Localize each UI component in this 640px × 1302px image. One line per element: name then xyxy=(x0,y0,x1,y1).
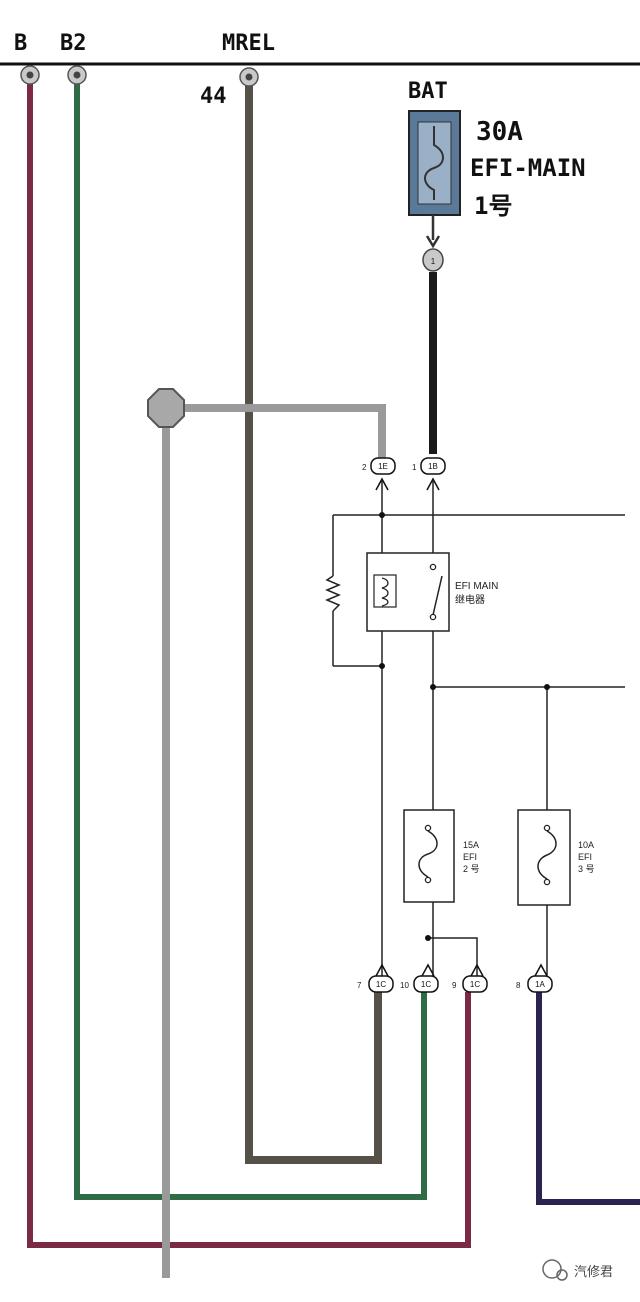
main-fuse-arrow xyxy=(425,235,441,249)
fuse-pin-label: 1 xyxy=(431,257,436,266)
connector-1a-pin: 8 xyxy=(516,981,521,990)
relay-label-2: 继电器 xyxy=(455,593,485,606)
watermark: 汽修君 xyxy=(542,1259,613,1281)
fuse-efi3-rating: 10A xyxy=(578,840,594,850)
connector-1b-pin: 1 xyxy=(412,463,417,472)
fuse-pin-oval xyxy=(422,248,444,272)
watermark-text: 汽修君 xyxy=(574,1265,613,1280)
relay-coil-box xyxy=(373,574,397,608)
relay-label-1: EFI MAIN xyxy=(455,581,498,592)
main-fuse-number: 1号 xyxy=(474,192,512,220)
connector-1c7-code: 1C xyxy=(376,980,386,989)
fuse-efi3-contact-bottom xyxy=(543,878,551,886)
terminal-b-inner xyxy=(26,71,34,79)
fuse-efi2-name: EFI xyxy=(463,852,477,862)
connector-1b-arrow xyxy=(426,477,440,491)
connector-1b-body xyxy=(420,457,446,475)
fuse-efi3-name: EFI xyxy=(578,852,592,862)
connector-1a-body xyxy=(527,975,553,993)
fuse-efi2-number: 2 号 xyxy=(463,864,480,874)
wire-b xyxy=(27,78,471,1248)
fuse-efi2-contact-bottom xyxy=(424,876,432,884)
connector-1a-code: 1A xyxy=(535,980,545,989)
relay-coil xyxy=(381,577,389,607)
connector-1e-code: 1E xyxy=(378,462,388,471)
wire-mrel xyxy=(245,78,382,1164)
battery-label: BAT xyxy=(408,79,448,104)
connector-1c7-arrow xyxy=(375,963,389,977)
watermark-icon xyxy=(542,1259,562,1279)
relay-switch-arm xyxy=(432,575,443,616)
junction-dot-5 xyxy=(425,935,431,941)
connector-1c9-code: 1C xyxy=(470,980,480,989)
fuse-efi3-element xyxy=(537,830,557,880)
relay-resistor xyxy=(325,575,341,612)
connector-1c10-pin: 10 xyxy=(400,981,409,990)
connector-1c7-pin: 7 xyxy=(357,981,362,990)
header-label-mrel: MREL xyxy=(222,31,275,56)
main-fuse-rating: 30A xyxy=(476,117,523,147)
fuse-efi2-contact-top xyxy=(424,824,432,832)
fuse-efi2-element xyxy=(418,830,438,878)
junction-dot-4 xyxy=(544,684,550,690)
header-label-b2: B2 xyxy=(60,31,87,56)
terminal-number-44: 44 xyxy=(200,84,227,109)
fuse-efi2-box xyxy=(403,809,455,903)
junction-dot-3 xyxy=(430,684,436,690)
connector-1c9-arrow xyxy=(470,963,484,977)
fuse-efi3-contact-top xyxy=(543,824,551,832)
connector-1e-arrow xyxy=(375,477,389,491)
terminal-mrel-inner xyxy=(245,73,253,81)
fuse-efi2-rating: 15A xyxy=(463,840,479,850)
connector-1e-body xyxy=(370,457,396,475)
relay-contact-top xyxy=(429,563,437,571)
relay-contact-bottom xyxy=(429,613,437,621)
splice-octagon xyxy=(147,388,185,428)
wire-gray-splice xyxy=(166,404,386,458)
terminal-b2-inner xyxy=(73,71,81,79)
connector-1b-code: 1B xyxy=(428,462,438,471)
wire-b2 xyxy=(74,78,427,1200)
connector-1c7-body xyxy=(368,975,394,993)
fuse-efi3-box xyxy=(517,809,571,906)
connector-1e-pin: 2 xyxy=(362,463,367,472)
watermark-icon-dot xyxy=(556,1269,568,1281)
junction-dot-2 xyxy=(379,663,385,669)
main-fuse-element xyxy=(424,126,444,200)
fuse-efi3-number: 3 号 xyxy=(578,864,595,874)
connector-1c10-code: 1C xyxy=(421,980,431,989)
wire-navy xyxy=(536,992,640,1205)
junction-dot-1 xyxy=(379,512,385,518)
main-fuse-name: EFI-MAIN xyxy=(470,154,586,182)
connector-1c10-body xyxy=(413,975,439,993)
connector-1c10-arrow xyxy=(421,963,435,977)
header-label-b: B xyxy=(14,31,27,56)
connector-1c9-body xyxy=(462,975,488,993)
connector-1a-arrow xyxy=(534,963,548,977)
connector-1c9-pin: 9 xyxy=(452,981,457,990)
